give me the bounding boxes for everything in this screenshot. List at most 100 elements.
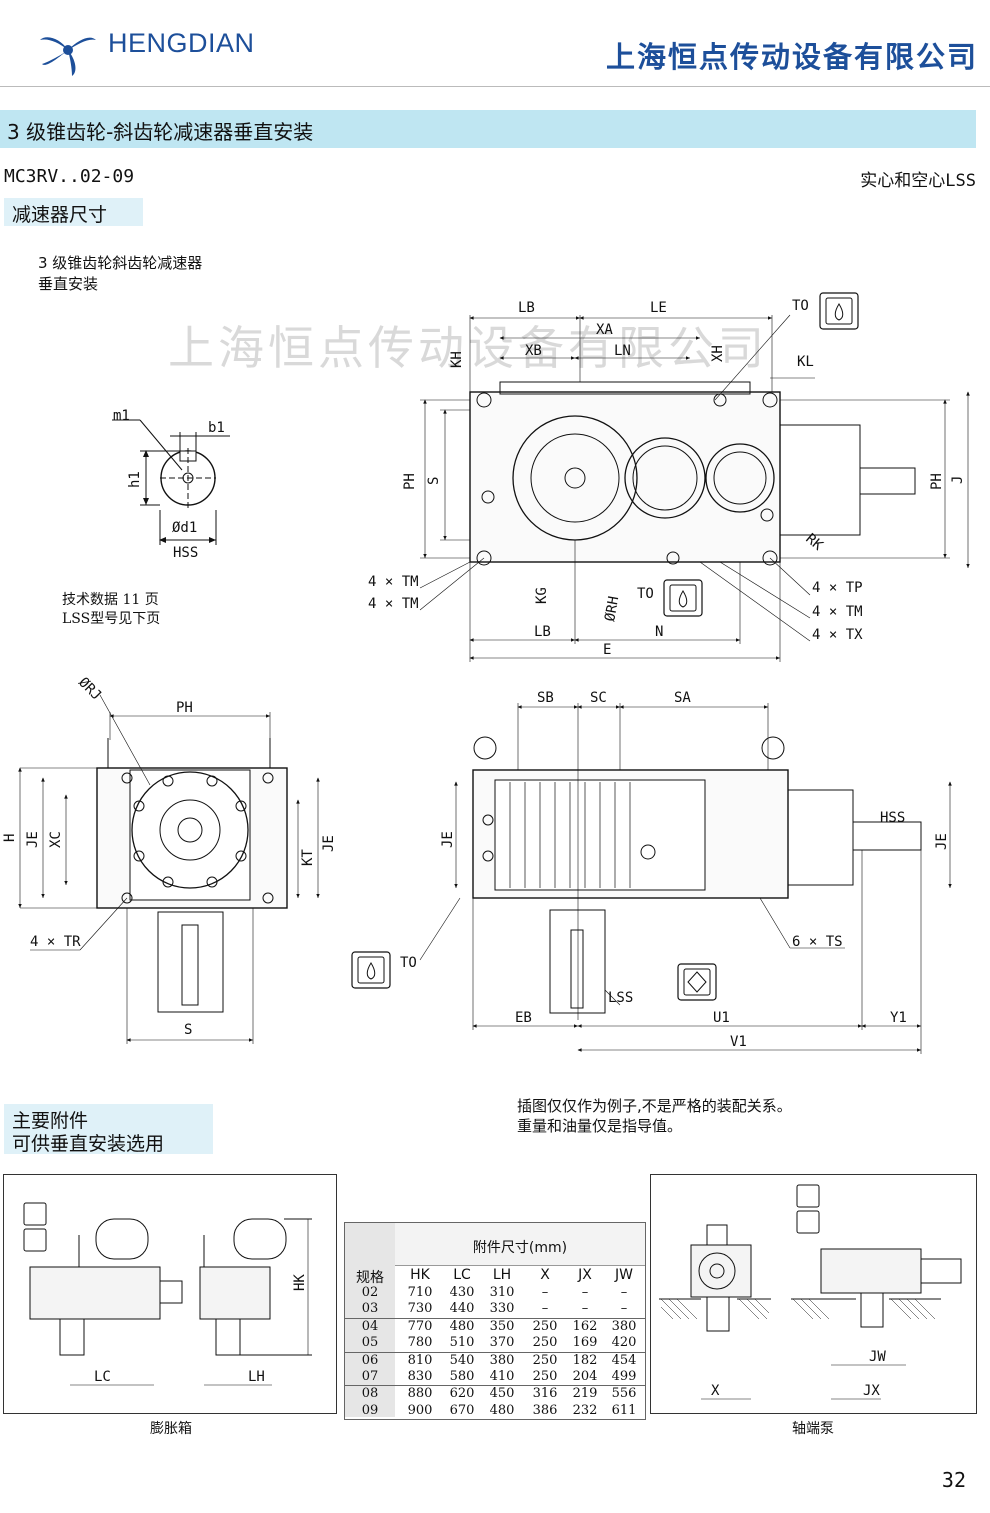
- column-header: HK: [410, 1267, 430, 1283]
- table-cell: –: [541, 1301, 549, 1317]
- table-cell: 250: [532, 1335, 558, 1351]
- oil-filler-icon: [351, 951, 391, 989]
- hss-shaft-end-view: [112, 419, 230, 545]
- table-cell: 454: [611, 1352, 637, 1368]
- dim-label: LB: [534, 624, 551, 640]
- table-cell: –: [620, 1285, 628, 1300]
- table-cell: 162: [572, 1318, 598, 1334]
- table-title: 附件尺寸(mm): [472, 1240, 568, 1256]
- dim-label: LE: [650, 300, 667, 316]
- dim-label: U1: [713, 1010, 730, 1026]
- column-header: LH: [492, 1267, 512, 1283]
- table-row: 06 810 540 380 250 182 454: [345, 1351, 645, 1369]
- table-cell: 420: [611, 1335, 637, 1351]
- size-cell: 06: [361, 1352, 379, 1368]
- table-cell: 710: [407, 1285, 433, 1300]
- dim-label: b1: [208, 420, 225, 436]
- dim-label: LH: [248, 1369, 265, 1385]
- lss-type-label: 实心和空心LSS: [860, 171, 976, 191]
- oil-level-icon: [677, 963, 717, 1001]
- table-cell: 880: [407, 1386, 433, 1402]
- table-cell: 900: [407, 1402, 433, 1418]
- table-cell: 510: [449, 1335, 475, 1351]
- dim-label: HK: [292, 1274, 308, 1291]
- table-cell: 670: [449, 1402, 475, 1418]
- shaft-end-pump-drawing: JW X JX: [659, 1184, 962, 1400]
- note-line: 重量和油量仅是指导值。: [517, 1117, 683, 1135]
- table-cell: 204: [572, 1368, 598, 1384]
- note-line: 插图仅仅作为例子,不是严格的装配关系。: [517, 1097, 792, 1115]
- table-cell: 219: [572, 1386, 598, 1402]
- size-cell: 07: [361, 1368, 379, 1384]
- dim-label: EB: [515, 1010, 532, 1026]
- table-cell: 330: [489, 1301, 515, 1317]
- dim-label: 4 × TM: [368, 596, 419, 612]
- table-cell: –: [581, 1285, 589, 1300]
- description-line: 3 级锥齿轮斜齿轮减速器: [38, 254, 203, 272]
- model-code: MC3RV..02-09: [4, 166, 135, 187]
- dim-label: ØRJ: [75, 675, 104, 704]
- table-cell: 386: [532, 1402, 558, 1418]
- table-cell: 380: [489, 1352, 515, 1368]
- dim-label: KT: [300, 849, 316, 866]
- table-cell: 540: [449, 1352, 475, 1368]
- column-header: LC: [453, 1267, 471, 1283]
- size-cell: 02: [361, 1285, 379, 1300]
- side-view: [18, 694, 320, 1044]
- table-cell: 580: [449, 1368, 475, 1384]
- table-cell: 232: [572, 1402, 598, 1418]
- section-main-accessories: 主要附件 可供垂直安装选用: [4, 1104, 213, 1155]
- size-cell: 03: [361, 1301, 379, 1317]
- dim-label: PH: [176, 700, 193, 716]
- top-view: [419, 703, 952, 1054]
- page-title: 3 级锥齿轮-斜齿轮减速器垂直安装: [7, 120, 314, 144]
- dim-label: PH: [929, 473, 945, 490]
- table-cell: 250: [532, 1352, 558, 1368]
- column-header: JX: [578, 1267, 592, 1283]
- dim-label: SA: [674, 690, 691, 706]
- column-header: 规格: [356, 1270, 384, 1286]
- table-cell: 499: [611, 1368, 637, 1384]
- description-line: 垂直安装: [38, 275, 99, 293]
- dim-label: 4 × TM: [368, 574, 419, 590]
- table-cell: 620: [449, 1386, 475, 1402]
- dim-label: PH: [402, 473, 418, 490]
- size-cell: 05: [361, 1335, 379, 1351]
- dim-label: ØRH: [602, 595, 622, 623]
- table-cell: 611: [611, 1402, 637, 1418]
- column-header: JW: [615, 1267, 633, 1283]
- table-cell: 182: [572, 1352, 598, 1368]
- table-cell: 810: [407, 1352, 433, 1368]
- size-cell: 09: [361, 1402, 379, 1418]
- expansion-tank-drawing: HK LC LH: [23, 1202, 312, 1386]
- dim-label: TO: [400, 955, 417, 971]
- table-header: 附件尺寸(mm): [395, 1223, 645, 1266]
- watermark: 上海恒点传动设备有限公司: [168, 321, 768, 375]
- tech-reference-note: 技术数据 11 页 LSS型号见下页: [62, 591, 160, 629]
- section-title: 减速器尺寸: [12, 204, 108, 226]
- dim-label: JE: [25, 831, 41, 848]
- dim-label: LB: [518, 300, 535, 316]
- dim-label: KH: [449, 351, 465, 368]
- dim-label: RK: [802, 531, 826, 554]
- dim-label: N: [655, 624, 663, 640]
- dim-label: LSS: [608, 990, 633, 1006]
- table-cell: 480: [489, 1402, 515, 1418]
- company-name: 上海恒点传动设备有限公司: [605, 40, 978, 74]
- table-cell: 310: [489, 1285, 515, 1300]
- hengdian-logo-icon: [40, 37, 96, 76]
- table-cell: 780: [407, 1335, 433, 1351]
- front-view: [419, 314, 970, 662]
- dim-label: HSS: [173, 545, 198, 561]
- dim-label: TO: [792, 298, 809, 314]
- table-cell: –: [620, 1301, 628, 1317]
- dim-label: S: [184, 1022, 192, 1038]
- section-subtitle: 可供垂直安装选用: [12, 1133, 165, 1155]
- dim-label: XB: [525, 343, 542, 359]
